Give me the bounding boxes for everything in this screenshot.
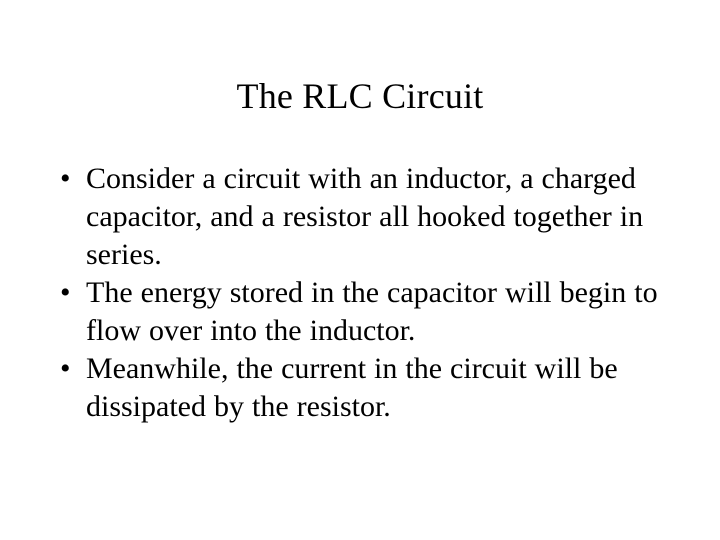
bullet-text: The energy stored in the capacitor will … [86, 276, 658, 347]
bullet-text: Consider a circuit with an inductor, a c… [86, 162, 644, 271]
list-item: • Meanwhile, the current in the circuit … [56, 350, 682, 426]
bullet-text: Meanwhile, the current in the circuit wi… [86, 352, 618, 423]
slide-body-content: • Consider a circuit with an inductor, a… [56, 160, 682, 426]
list-item: • Consider a circuit with an inductor, a… [56, 160, 682, 274]
bullet-point-icon: • [60, 352, 71, 385]
bullet-point-icon: • [60, 162, 71, 195]
bullet-point-icon: • [60, 276, 71, 309]
page-title: The RLC Circuit [236, 76, 484, 116]
list-item: • The energy stored in the capacitor wil… [56, 274, 682, 350]
